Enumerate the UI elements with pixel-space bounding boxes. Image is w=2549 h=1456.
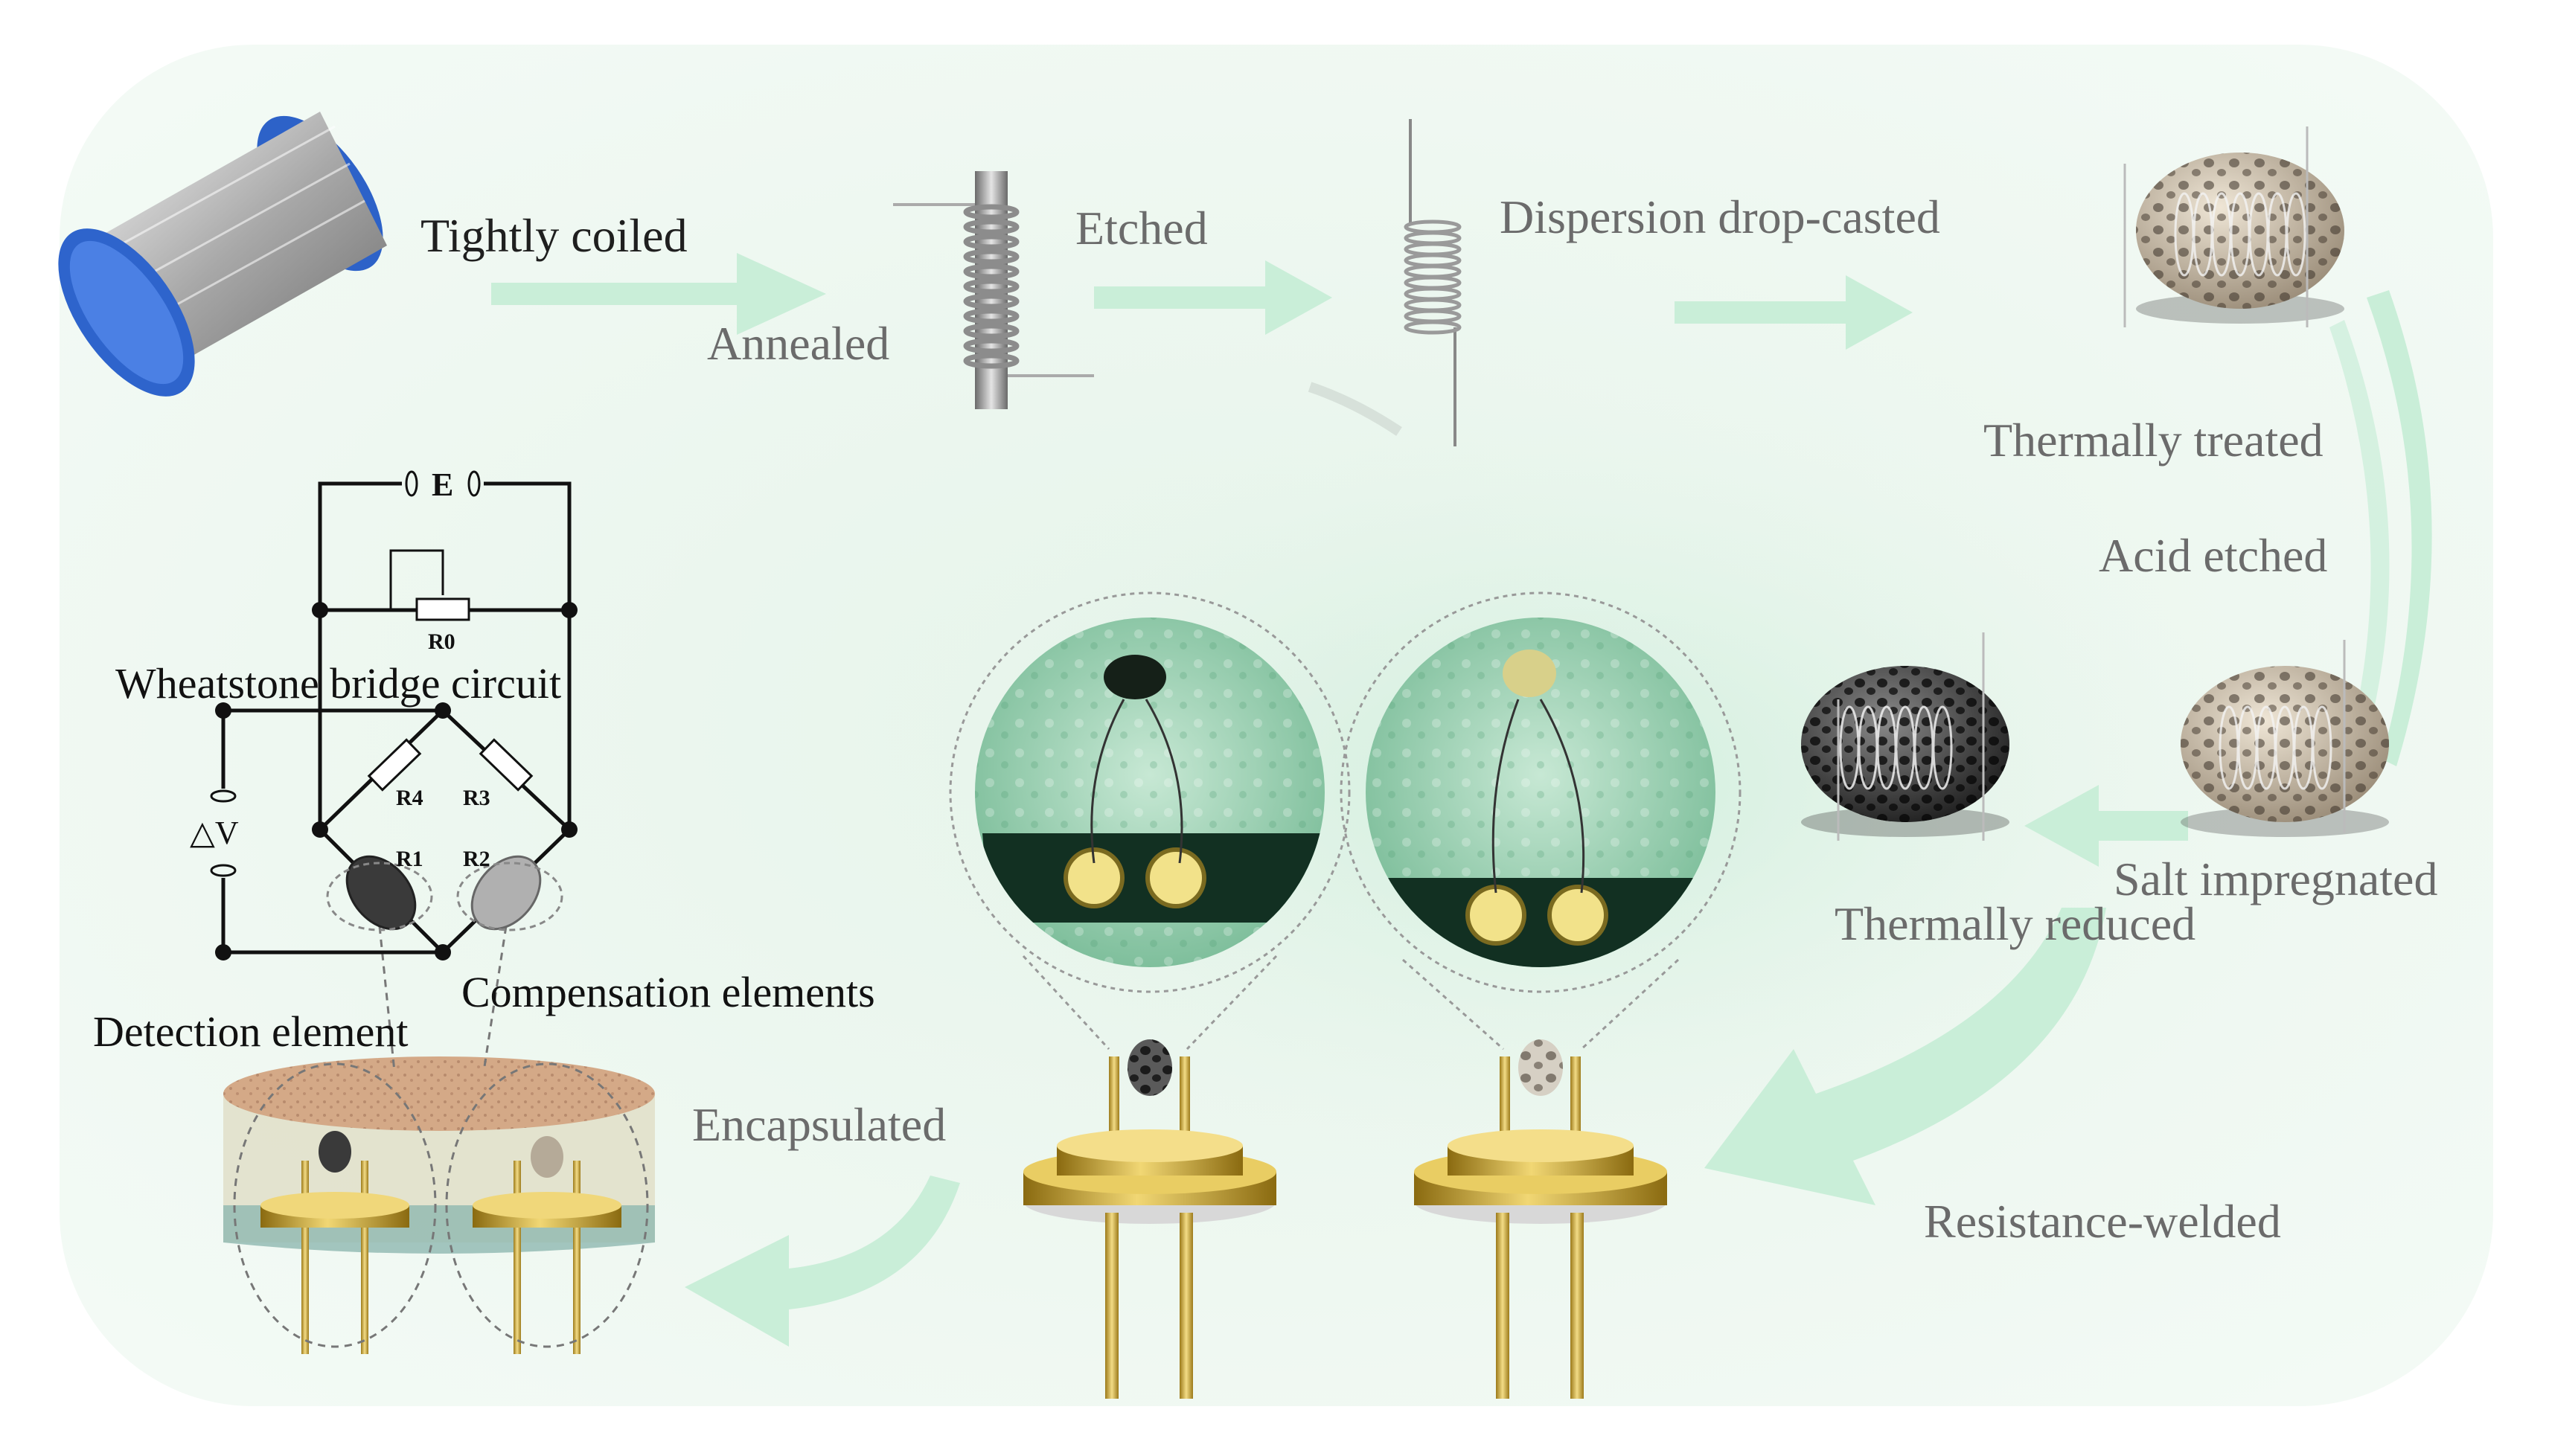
label-tightly-coiled: Tightly coiled [420, 209, 688, 262]
label-thermally-reduced: Thermally reduced [1835, 897, 2196, 950]
label-source-e: E [432, 466, 454, 503]
porous-bead-treated [2123, 126, 2344, 327]
label-compensation-elements: Compensation elements [461, 968, 875, 1016]
label-encapsulated: Encapsulated [692, 1098, 947, 1151]
to-package-light [1414, 1039, 1667, 1399]
label-dispersion-drop-casted: Dispersion drop-casted [1500, 190, 1940, 243]
zoom-circle-light [1340, 591, 1742, 1051]
label-acid-etched: Acid etched [2099, 529, 2328, 582]
zoom-circle-dark [949, 591, 1351, 1051]
label-salt-impregnated: Salt impregnated [2114, 853, 2438, 905]
label-r0: R0 [428, 629, 455, 654]
label-thermally-treated: Thermally treated [1983, 414, 2323, 466]
coiled-rod [893, 171, 1094, 409]
circuit-nodes [215, 602, 578, 960]
label-detection-element: Detection element [93, 1007, 409, 1056]
encapsulated-sensor [223, 926, 655, 1354]
porous-bead-etched [2181, 640, 2389, 837]
free-coil [1308, 119, 1462, 446]
label-delta-v: △V [190, 815, 239, 851]
label-etched: Etched [1075, 202, 1208, 254]
label-annealed: Annealed [707, 317, 890, 370]
to-package-dark [1023, 1039, 1276, 1399]
label-resistance-welded: Resistance-welded [1924, 1195, 2281, 1248]
label-wheatstone-bridge: Wheatstone bridge circuit [115, 659, 562, 708]
label-r2: R2 [463, 847, 490, 871]
flow-arrows [491, 253, 2432, 1347]
label-r1: R1 [396, 847, 423, 871]
label-r4: R4 [396, 786, 423, 810]
porous-bead-reduced [1801, 632, 2009, 841]
wire-spool [58, 112, 387, 397]
label-r3: R3 [463, 786, 490, 810]
circuit-resistors [326, 738, 563, 931]
wheatstone-circuit [210, 470, 572, 955]
